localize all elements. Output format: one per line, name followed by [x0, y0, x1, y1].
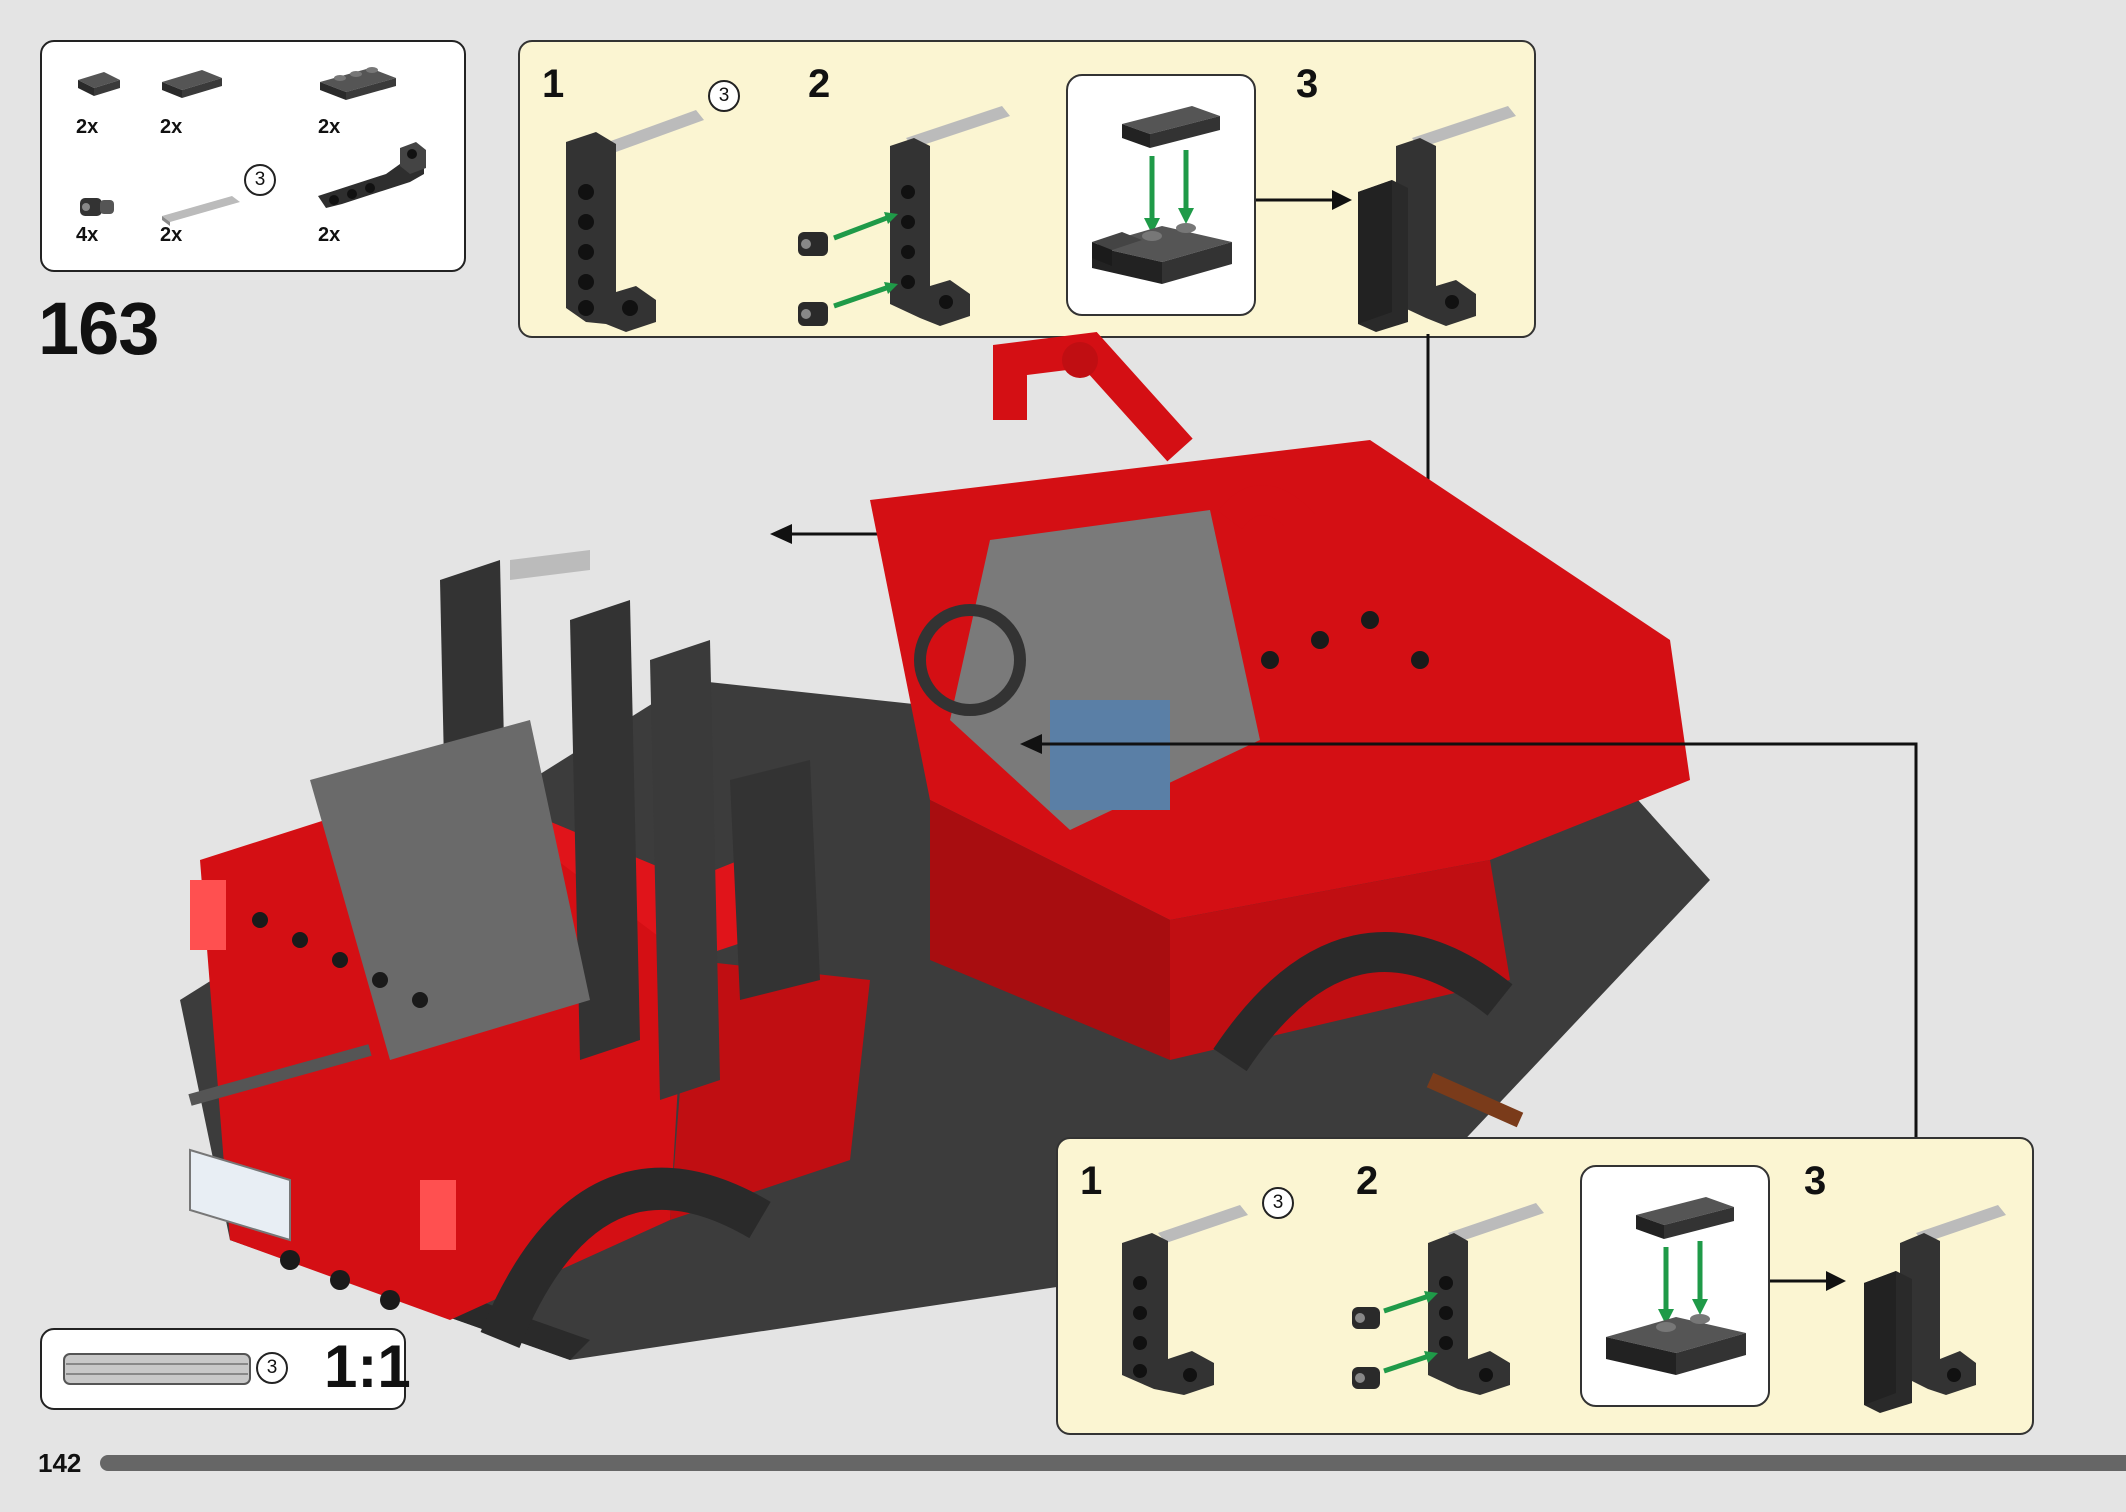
substep-number: 1: [1080, 1159, 1103, 1203]
axle-size-label: 3: [708, 80, 740, 112]
substep-number: 1: [542, 62, 565, 106]
parts-qty: 2x: [76, 116, 99, 138]
substep-number: 3: [1804, 1159, 1827, 1203]
scale-ruler-box: 3 1:1: [40, 1328, 411, 1410]
l-beam-complete-icon: [1358, 106, 1516, 332]
plate-1x3-icon: [320, 67, 396, 100]
sub-assembly-inset: [1580, 1165, 1770, 1407]
axle-size-label: 3: [1262, 1187, 1294, 1219]
parts-qty: 2x: [160, 116, 183, 138]
substep-number: 3: [1296, 62, 1319, 106]
scale-label: 1:1: [324, 1333, 411, 1400]
l-beam-pegs-icon: [1352, 1203, 1544, 1395]
substep-number: 2: [1356, 1159, 1379, 1203]
axle-3-icon: [162, 196, 240, 226]
sub-assembly-inset: [1066, 74, 1256, 316]
substep-number: 2: [808, 62, 831, 106]
parts-list-box: 2x 2x 2x 4x 3 2x 2x: [40, 40, 466, 272]
progress-bar: [100, 1455, 2126, 1471]
axle-size-label: 3: [244, 164, 276, 196]
plate-tile-assembly-icon: [1606, 1197, 1746, 1375]
l-beam-icon: [318, 142, 426, 208]
l-beam-complete-icon: [1864, 1205, 2006, 1413]
plate-tile-assembly-icon: [1092, 106, 1232, 284]
callout-top: 1 3 2 3: [518, 40, 1536, 338]
step-number: 163: [38, 287, 159, 370]
parts-qty: 2x: [160, 224, 183, 246]
parts-qty: 4x: [76, 224, 99, 246]
plate-1x1-icon: [78, 72, 120, 96]
connector-peg-icon: [80, 198, 114, 216]
callout-bottom: 1 3 2 3: [1056, 1137, 2034, 1435]
l-beam-with-axle-icon: [1122, 1205, 1248, 1395]
arrow-right-icon: [1256, 190, 1352, 210]
l-beam-with-axle-icon: [566, 110, 704, 332]
parts-qty: 2x: [318, 116, 341, 138]
axle-size-label: 3: [256, 1352, 288, 1384]
tile-1x2-icon: [162, 70, 222, 98]
arrow-right-icon: [1770, 1271, 1846, 1291]
callout-leader-line: [1020, 734, 1918, 1140]
axle-ruler-icon: [63, 1353, 251, 1385]
parts-qty: 2x: [318, 224, 341, 246]
page-number: 142: [38, 1448, 82, 1478]
l-beam-pegs-icon: [798, 106, 1010, 326]
